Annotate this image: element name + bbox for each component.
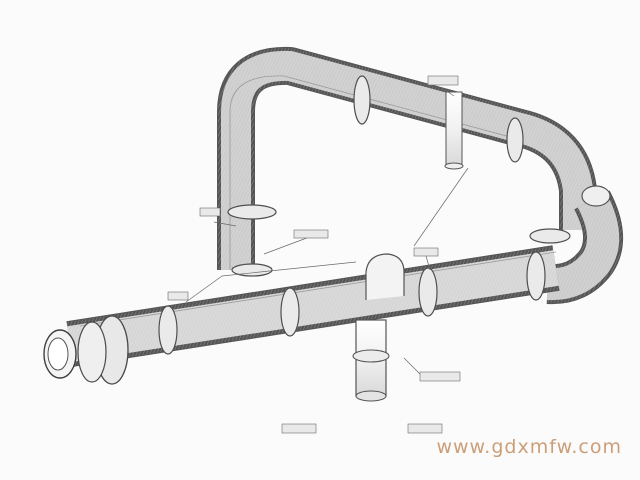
clamp-left-vertical-bottom [231,263,273,277]
leader-line [185,275,223,303]
callout-tag [293,229,329,239]
upper-return-pipe [217,46,597,270]
drain-outlet [355,390,387,402]
clamp-left-vertical-top [227,204,277,220]
callout-tag [199,207,221,217]
callout-tag [427,75,459,86]
callout-tag [407,423,443,434]
callout-tag [167,291,189,301]
right-elbow-flange [581,185,611,207]
clamp-top-left [353,75,371,125]
inlet-mouth-inner [47,337,69,371]
leader-line [413,167,469,247]
watermark-text: www.gdxmfw.com [436,436,622,458]
inlet-coupling-inner [77,321,107,383]
clamp-right-drop [529,228,571,244]
main-pipe [66,245,560,367]
clamp-main-2 [280,287,300,337]
leader-line [403,357,423,377]
clamp-main-4 [526,251,546,301]
drain-pipe [352,319,390,402]
right-elbow [546,185,624,305]
callout-tag [419,371,461,382]
sensor-port [444,91,464,170]
leader-line [425,255,431,271]
leader-line [441,87,455,97]
pipe-clamps [158,75,571,355]
leader-lines [185,87,469,377]
leader-line [263,235,313,255]
callout-tag [413,247,439,257]
inlet-flange-assembly [43,315,129,385]
clamp-top-right [506,117,524,163]
callout-tags [167,75,461,434]
tee-branch [365,253,405,300]
clamp-main-1 [158,305,178,355]
callout-tag [281,423,317,434]
drain-flange [352,349,390,363]
clamp-main-3 [418,267,438,317]
leader-line [221,261,357,277]
leader-line [213,221,237,227]
